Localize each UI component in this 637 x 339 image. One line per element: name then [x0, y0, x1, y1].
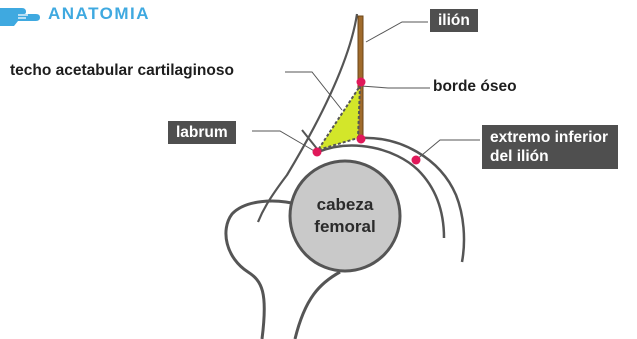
leader-techo — [285, 72, 342, 110]
leader-borde — [361, 86, 430, 88]
marker-labrum — [313, 148, 322, 157]
label-extremo-line2: del ilión — [490, 147, 608, 166]
label-cabeza-line1: cabeza — [305, 194, 385, 216]
cartilaginous-roof — [318, 86, 360, 150]
femur-neck-line — [295, 272, 340, 339]
ilion-bar — [358, 16, 363, 138]
label-ilion: ilión — [430, 9, 478, 32]
marker-borde — [357, 78, 366, 87]
marker-corner — [357, 135, 366, 144]
label-extremo-line1: extremo inferior — [490, 128, 608, 147]
label-techo-acetabular: techo acetabular cartilaginoso — [10, 62, 234, 80]
label-cabeza-line2: femoral — [305, 216, 385, 238]
label-labrum: labrum — [168, 121, 236, 144]
leader-ilion — [366, 22, 428, 42]
label-extremo-inferior: extremo inferior del ilión — [482, 125, 618, 169]
label-borde-oseo: borde óseo — [433, 78, 517, 96]
marker-extremo — [412, 156, 421, 165]
label-cabeza-femoral: cabeza femoral — [305, 194, 385, 238]
